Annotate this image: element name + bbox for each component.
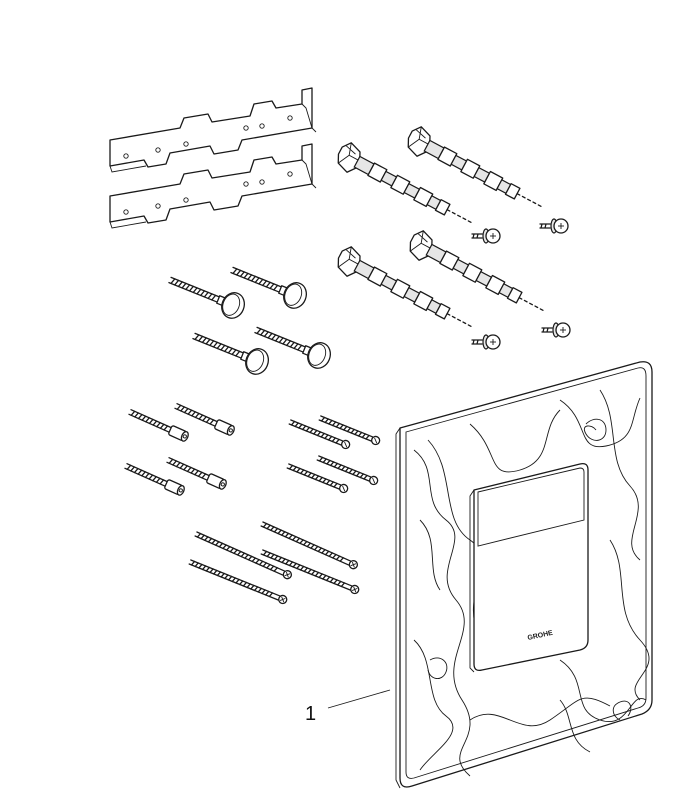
pan-head-screw — [471, 228, 501, 244]
mounting-bracket-lower — [109, 143, 317, 229]
short-screw — [315, 453, 380, 487]
pan-head-screw — [541, 322, 571, 338]
flush-plate: GROHE — [395, 361, 653, 789]
spacer-bolt — [164, 267, 249, 323]
callout-1: 1 — [305, 689, 391, 725]
pan-head-screw — [471, 334, 501, 350]
spacer-bolt — [188, 323, 273, 379]
short-screw — [317, 413, 382, 447]
pan-head-screw — [539, 218, 569, 234]
threaded-stud — [127, 406, 191, 443]
mounting-bracket-upper — [109, 87, 317, 173]
long-screw — [259, 519, 360, 571]
short-screw — [287, 417, 352, 451]
wall-anchor — [332, 139, 481, 237]
flush-button: GROHE — [469, 462, 589, 673]
callout-number: 1 — [305, 703, 316, 725]
